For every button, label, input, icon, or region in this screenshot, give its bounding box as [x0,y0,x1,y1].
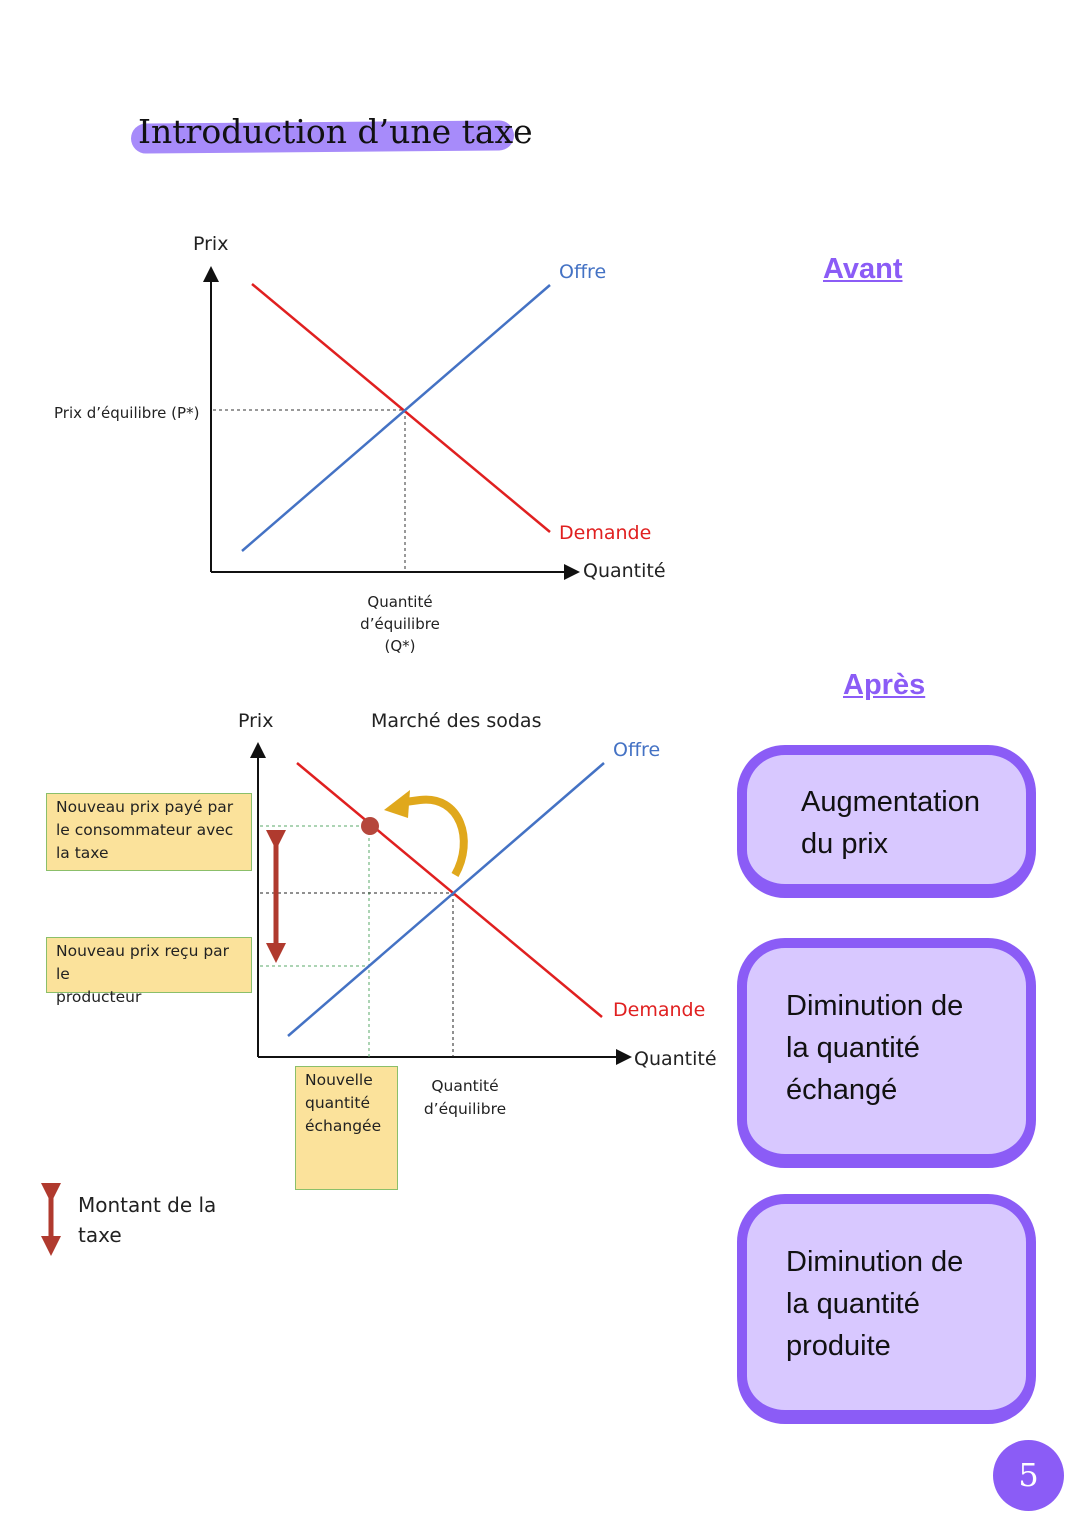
effect-box-price: Augmentation du prix [737,745,1036,898]
producer-price-box: Nouveau prix reçu par le producteur [46,937,252,1006]
demand-curve [251,283,551,533]
supply-label: Offre [613,739,661,761]
page-number: 5 [993,1440,1064,1511]
eq-qty-label: Quantité d’équilibre (Q*) [360,593,440,655]
demand-label: Demande [559,522,652,544]
apres-header: Après [843,669,926,701]
chart-title: Marché des sodas [371,710,542,732]
y-axis-label: Prix [238,710,274,732]
shift-arrow-icon [404,795,468,877]
eq-qty-label: Quantité d’équilibre [423,1077,507,1118]
demand-label: Demande [613,999,706,1021]
page-title: Introduction d’une taxe [138,112,533,151]
new-price-point [361,817,379,835]
shift-arrowhead-icon [384,790,410,818]
new-qty-box: Nouvelle quantité échangée [295,1066,398,1190]
avant-header: Avant [823,253,903,285]
effect-box-quantity-exchanged: Diminution de la quantité échangé [737,938,1036,1168]
x-axis-label: Quantité [634,1048,717,1070]
supply-curve [287,762,605,1037]
supply-label: Offre [559,261,607,283]
y-axis-label: Prix [193,233,229,255]
x-axis-label: Quantité [583,560,666,582]
consumer-price-box: Nouveau prix payé par le consommateur av… [46,793,252,871]
demand-curve [296,762,603,1018]
chart-avant [203,266,580,580]
eq-price-label: Prix d’équilibre (P*) [54,404,200,422]
supply-curve [241,284,551,552]
chart-apres [41,742,632,1256]
effect-box-quantity-produced: Diminution de la quantité produite [737,1194,1036,1424]
legend-tax-label: Montant de la taxe [78,1193,217,1247]
